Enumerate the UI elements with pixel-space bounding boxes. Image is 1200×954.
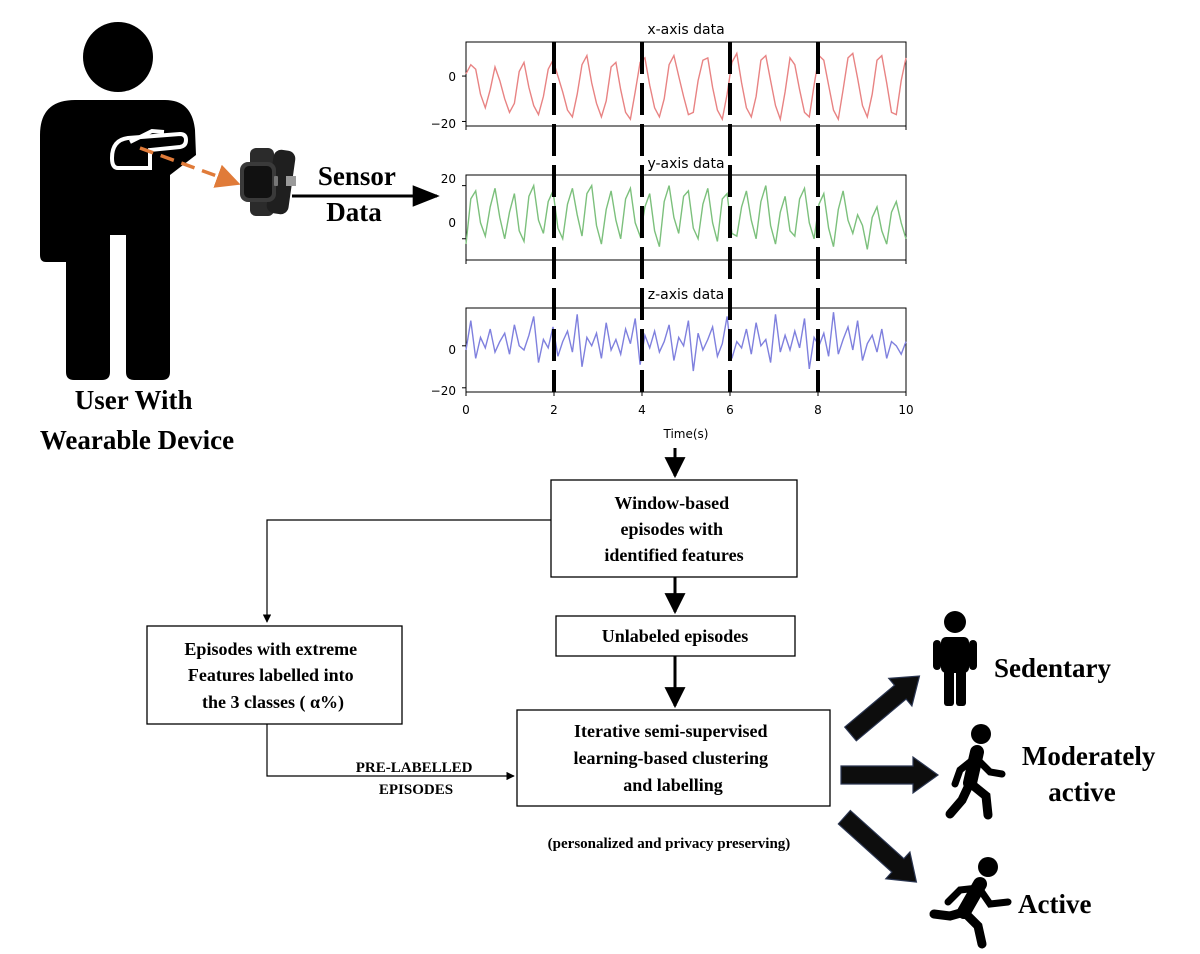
active-label: Active <box>1018 889 1091 919</box>
prelabelled-label: PRE-LABELLED EPISODES <box>356 760 476 798</box>
extreme-features-text: Episodes with extreme Features labelled … <box>184 639 361 713</box>
window-boundaries <box>552 42 820 392</box>
z-tick-label: 0 <box>448 343 456 357</box>
to-active-arrow <box>837 809 918 883</box>
iterative-clustering-box <box>516 709 831 807</box>
x-axis-series-line <box>465 51 907 122</box>
watch-link-arrow <box>139 146 241 188</box>
window-episodes-box <box>550 479 798 578</box>
y-axis-series-line <box>465 183 907 250</box>
time-tick-label: 8 <box>814 403 822 417</box>
y-axis-plot-title: y-axis data <box>647 156 724 172</box>
time-tick-label: 6 <box>726 403 734 417</box>
z-axis-series-line <box>465 312 907 372</box>
running-person-icon <box>929 857 1012 949</box>
prelabelled-connector <box>266 724 515 781</box>
y-tick-label: 0 <box>448 216 456 230</box>
to-sedentary-arrow <box>843 675 921 742</box>
unlabeled-episodes-text: Unlabeled episodes <box>602 626 749 646</box>
extreme-features-box <box>146 625 403 725</box>
y-axis-plot <box>462 174 907 264</box>
output-arrows <box>837 675 940 883</box>
sedentary-person-icon <box>933 611 977 706</box>
smartwatch-icon <box>240 148 296 216</box>
user-figure-icon <box>40 22 196 380</box>
window-to-extreme-connector <box>262 519 551 623</box>
y-tick-label: 20 <box>441 172 456 186</box>
z-axis-plot-title: z-axis data <box>648 287 724 303</box>
z-tick-label: −20 <box>431 384 456 398</box>
window-episodes-text: Window-based episodes with identified fe… <box>604 493 743 565</box>
accelerometer-plots: x-axis data y-axis data z-axis data 0 −2… <box>431 22 914 441</box>
time-tick-label: 10 <box>898 403 913 417</box>
sedentary-label: Sedentary <box>994 653 1111 683</box>
to-moderately-arrow <box>840 755 940 795</box>
privacy-note: (personalized and privacy preserving) <box>548 836 791 852</box>
user-caption: User With Wearable Device <box>40 385 234 455</box>
plot-frame <box>465 41 907 127</box>
time-tick-label: 2 <box>550 403 558 417</box>
x-tick-label: 0 <box>448 70 456 84</box>
time-axis-label: Time(s) <box>663 427 709 441</box>
time-tick-label: 0 <box>462 403 470 417</box>
x-tick-label: −20 <box>431 117 456 131</box>
x-axis-plot <box>462 41 907 130</box>
sensor-data-label: Sensor Data <box>318 161 402 227</box>
unlabeled-episodes-box <box>555 615 796 657</box>
z-axis-plot <box>462 307 907 396</box>
moderately-active-label: Moderately active <box>1022 741 1162 807</box>
walking-person-icon <box>945 724 1006 820</box>
x-axis-plot-title: x-axis data <box>647 22 724 38</box>
time-tick-label: 4 <box>638 403 646 417</box>
iterative-clustering-text: Iterative semi-supervised learning-based… <box>573 721 772 795</box>
